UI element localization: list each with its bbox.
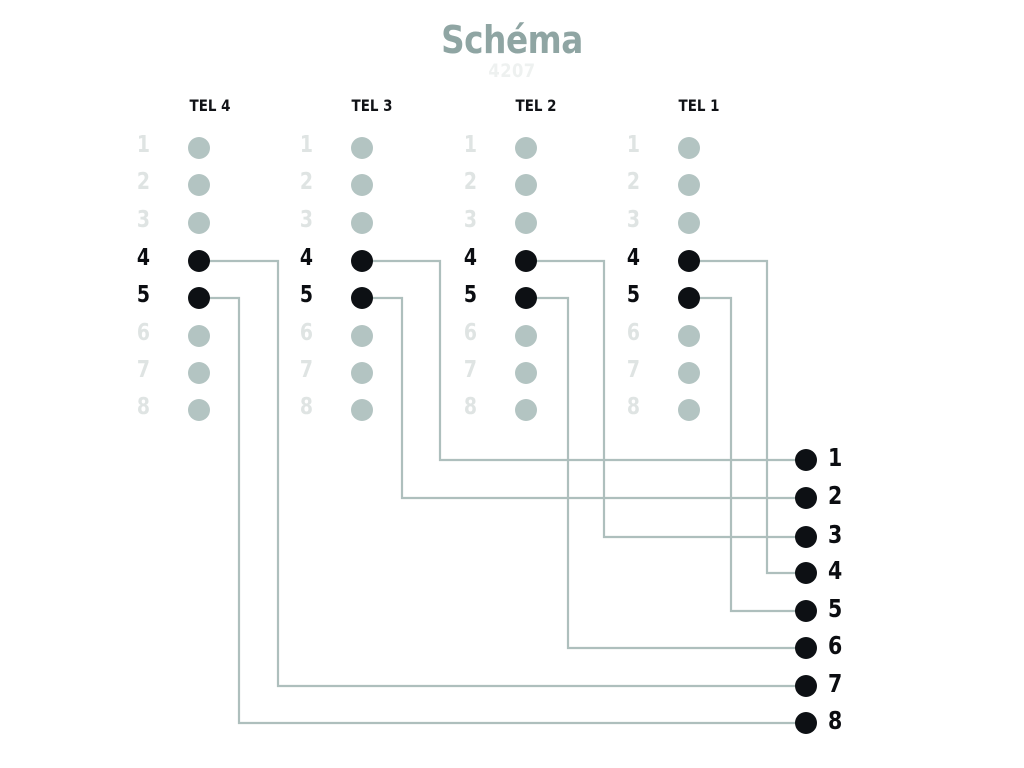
terminal-label-2[interactable]: 2 <box>828 481 843 510</box>
pin-dot-tel-2-7 <box>515 362 537 384</box>
terminal-dot-6[interactable] <box>795 637 817 659</box>
wire-tel-2-5-to-terminal-6 <box>526 296 806 650</box>
pin-dot-tel-4-8 <box>188 399 210 421</box>
pin-label-tel-1-7: 7 <box>626 357 640 383</box>
pin-label-tel-3-6: 6 <box>299 320 313 346</box>
pin-dot-tel-1-7 <box>678 362 700 384</box>
pin-label-tel-3-5[interactable]: 5 <box>299 282 313 308</box>
pin-label-tel-4-8: 8 <box>136 394 150 420</box>
pin-label-tel-3-2: 2 <box>299 169 313 195</box>
pin-dot-tel-4-2 <box>188 174 210 196</box>
column-header-tel-1: TEL 1 <box>678 96 720 115</box>
pin-dot-tel-1-4[interactable] <box>678 250 700 272</box>
pin-label-tel-1-2: 2 <box>626 169 640 195</box>
terminal-dot-8[interactable] <box>795 712 817 734</box>
pin-label-tel-2-6: 6 <box>463 320 477 346</box>
terminal-label-8[interactable]: 8 <box>828 706 843 735</box>
pin-dot-tel-3-8 <box>351 399 373 421</box>
pin-label-tel-2-5[interactable]: 5 <box>463 282 477 308</box>
pin-label-tel-4-1: 1 <box>136 132 150 158</box>
pin-dot-tel-4-3 <box>188 212 210 234</box>
pin-dot-tel-4-4[interactable] <box>188 250 210 272</box>
pin-dot-tel-4-7 <box>188 362 210 384</box>
pin-label-tel-1-4[interactable]: 4 <box>626 245 640 271</box>
pin-dot-tel-2-5[interactable] <box>515 287 537 309</box>
terminal-dot-5[interactable] <box>795 600 817 622</box>
wire-tel-3-5-to-terminal-2 <box>362 296 806 500</box>
pin-label-tel-2-8: 8 <box>463 394 477 420</box>
pin-dot-tel-2-4[interactable] <box>515 250 537 272</box>
wire-tel-1-5-to-terminal-5 <box>689 296 806 613</box>
pin-dot-tel-4-6 <box>188 325 210 347</box>
pin-dot-tel-3-4[interactable] <box>351 250 373 272</box>
page-title: Schéma <box>441 18 583 62</box>
pin-label-tel-1-1: 1 <box>626 132 640 158</box>
pin-label-tel-2-3: 3 <box>463 207 477 233</box>
pin-dot-tel-1-2 <box>678 174 700 196</box>
pin-label-tel-2-2: 2 <box>463 169 477 195</box>
pin-label-tel-3-7: 7 <box>299 357 313 383</box>
column-header-tel-2: TEL 2 <box>515 96 557 115</box>
pin-label-tel-4-3: 3 <box>136 207 150 233</box>
terminal-label-4[interactable]: 4 <box>828 556 843 585</box>
pin-dot-tel-4-5[interactable] <box>188 287 210 309</box>
terminal-label-5[interactable]: 5 <box>828 594 843 623</box>
terminal-label-1[interactable]: 1 <box>828 443 843 472</box>
terminal-label-7[interactable]: 7 <box>828 669 843 698</box>
pin-dot-tel-3-2 <box>351 174 373 196</box>
column-header-tel-3: TEL 3 <box>351 96 393 115</box>
pin-label-tel-2-4[interactable]: 4 <box>463 245 477 271</box>
pin-label-tel-3-4[interactable]: 4 <box>299 245 313 271</box>
pin-label-tel-3-3: 3 <box>299 207 313 233</box>
pin-dot-tel-4-1 <box>188 137 210 159</box>
pin-label-tel-4-7: 7 <box>136 357 150 383</box>
terminal-dot-7[interactable] <box>795 675 817 697</box>
pin-label-tel-1-6: 6 <box>626 320 640 346</box>
pin-label-tel-4-5[interactable]: 5 <box>136 282 150 308</box>
pin-label-tel-4-2: 2 <box>136 169 150 195</box>
pin-dot-tel-3-6 <box>351 325 373 347</box>
terminal-dot-3[interactable] <box>795 526 817 548</box>
pin-label-tel-2-7: 7 <box>463 357 477 383</box>
pin-dot-tel-1-6 <box>678 325 700 347</box>
terminal-dot-4[interactable] <box>795 562 817 584</box>
terminal-label-3[interactable]: 3 <box>828 520 843 549</box>
pin-dot-tel-2-1 <box>515 137 537 159</box>
pin-label-tel-2-1: 1 <box>463 132 477 158</box>
terminal-dot-2[interactable] <box>795 487 817 509</box>
pin-label-tel-4-4[interactable]: 4 <box>136 245 150 271</box>
terminal-label-6[interactable]: 6 <box>828 631 843 660</box>
page-subtitle: 4207 <box>488 60 536 82</box>
pin-label-tel-1-5[interactable]: 5 <box>626 282 640 308</box>
column-header-tel-4: TEL 4 <box>189 96 231 115</box>
terminal-dot-1[interactable] <box>795 449 817 471</box>
pin-dot-tel-3-5[interactable] <box>351 287 373 309</box>
pin-label-tel-3-8: 8 <box>299 394 313 420</box>
pin-dot-tel-2-3 <box>515 212 537 234</box>
pin-dot-tel-1-5[interactable] <box>678 287 700 309</box>
wire-tel-3-4-to-terminal-1 <box>362 259 806 462</box>
pin-dot-tel-2-2 <box>515 174 537 196</box>
pin-label-tel-1-3: 3 <box>626 207 640 233</box>
pin-dot-tel-3-3 <box>351 212 373 234</box>
pin-dot-tel-1-1 <box>678 137 700 159</box>
wire-tel-2-4-to-terminal-3 <box>526 259 806 539</box>
pin-dot-tel-2-8 <box>515 399 537 421</box>
wire-tel-1-4-to-terminal-4 <box>689 259 806 575</box>
pin-label-tel-3-1: 1 <box>299 132 313 158</box>
pin-dot-tel-2-6 <box>515 325 537 347</box>
pin-dot-tel-1-3 <box>678 212 700 234</box>
pin-label-tel-1-8: 8 <box>626 394 640 420</box>
pin-label-tel-4-6: 6 <box>136 320 150 346</box>
pin-dot-tel-3-1 <box>351 137 373 159</box>
pin-dot-tel-1-8 <box>678 399 700 421</box>
pin-dot-tel-3-7 <box>351 362 373 384</box>
